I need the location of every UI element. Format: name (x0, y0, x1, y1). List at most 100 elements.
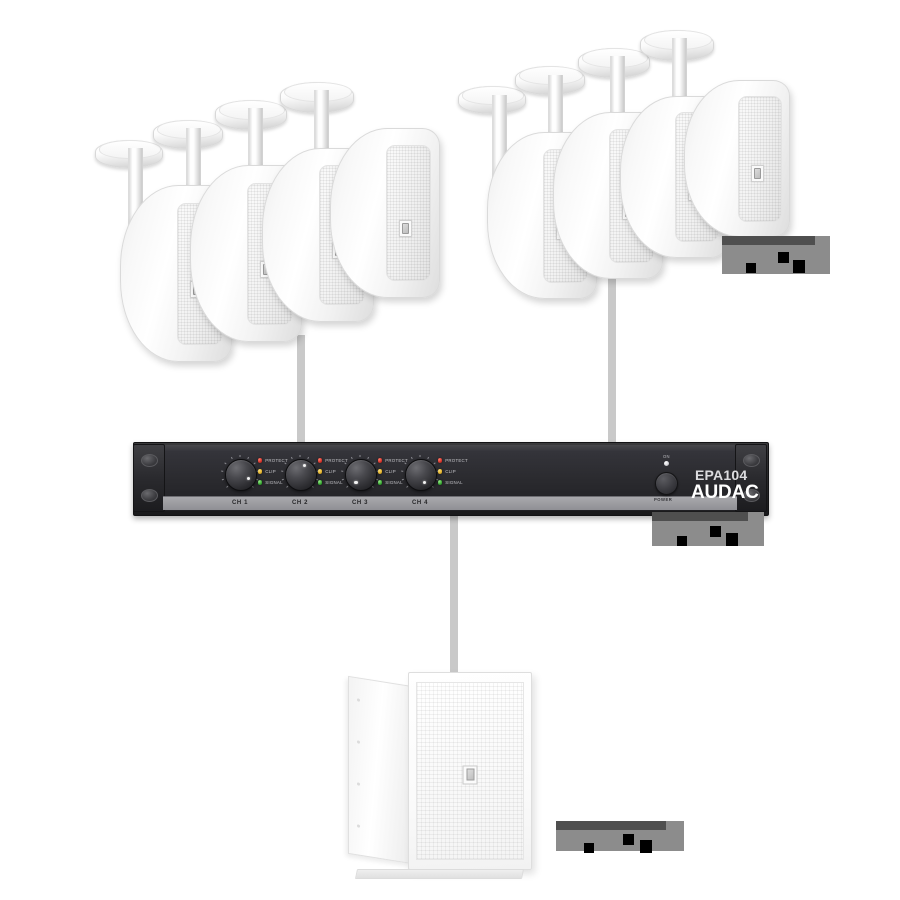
knob-tick (344, 462, 347, 465)
indicator-protect: PROTECT (318, 458, 348, 463)
subwoofer-front-panel (408, 672, 532, 870)
indicator-label: PROTECT (325, 458, 348, 463)
power-button[interactable] (655, 472, 678, 495)
redacted-chip (778, 252, 789, 263)
knob-tick (221, 478, 225, 481)
clip-led-icon (438, 469, 443, 474)
knob-indicator-dot (246, 476, 251, 481)
subwoofer (348, 672, 538, 879)
protect-led-icon (438, 458, 443, 463)
signal-led-icon (378, 480, 383, 485)
protect-led-icon (258, 458, 263, 463)
channel-label-4: CH 4 (411, 500, 429, 506)
indicator-clip: CLIP (318, 469, 336, 474)
clip-led-icon (258, 469, 263, 474)
speaker-grille (738, 96, 782, 222)
knob-tick (350, 456, 353, 460)
knob-tick-marks (220, 454, 260, 494)
clip-led-icon (318, 469, 323, 474)
indicator-signal: SIGNAL (378, 480, 403, 485)
rack-ear-left (133, 444, 165, 512)
indicator-label: PROTECT (265, 458, 288, 463)
power-on-label: ON (663, 454, 670, 459)
subwoofer-label (556, 821, 684, 853)
redacted-chip (584, 843, 594, 853)
knob-tick (410, 456, 413, 460)
redacted-chip (726, 533, 738, 546)
knob-tick (359, 455, 361, 458)
knob-indicator-dot (302, 463, 307, 468)
indicator-protect: PROTECT (378, 458, 408, 463)
knob-body (285, 459, 317, 491)
knob-tick (401, 478, 405, 481)
channel-volume-knob-4[interactable] (401, 455, 439, 491)
redacted-chip (640, 840, 652, 853)
amplifier-model-name: EPA104 (695, 467, 748, 483)
signal-led-icon (438, 480, 443, 485)
knob-tick-marks (340, 454, 380, 494)
indicator-label: SIGNAL (325, 480, 343, 485)
redacted-chip (793, 260, 805, 273)
power-button-label: POWER (654, 497, 673, 502)
amp-to-left-speakers (297, 335, 305, 450)
channel-label-1: CH 1 (231, 500, 249, 506)
channel-label-3: CH 3 (351, 500, 369, 506)
subwoofer-screw (357, 698, 360, 702)
indicator-label: PROTECT (385, 458, 408, 463)
knob-tick (367, 456, 370, 460)
amplifier-label-strip (163, 496, 737, 510)
audac-logo-mark (401, 223, 410, 234)
indicator-protect: PROTECT (438, 458, 468, 463)
protect-led-icon (318, 458, 323, 463)
channel-volume-knob-3[interactable] (341, 455, 379, 491)
indicator-label: SIGNAL (385, 480, 403, 485)
knob-tick (284, 462, 287, 465)
indicator-protect: PROTECT (258, 458, 288, 463)
knob-tick (341, 470, 344, 472)
speaker (684, 80, 790, 237)
knob-indicator-dot (422, 480, 427, 485)
knob-tick (221, 470, 224, 472)
subwoofer-screw (357, 782, 360, 786)
indicator-label: CLIP (325, 469, 336, 474)
channel-indicator-group-2: PROTECT CLIP SIGNAL (318, 458, 368, 490)
subwoofer-base (354, 869, 525, 879)
indicator-signal: SIGNAL (438, 480, 463, 485)
indicator-label: PROTECT (445, 458, 468, 463)
knob-tick (401, 470, 404, 472)
rack-ear-right (735, 444, 767, 512)
signal-led-icon (318, 480, 323, 485)
amp-to-right-speakers (608, 265, 616, 450)
knob-indicator-dot (354, 480, 358, 485)
indicator-label: SIGNAL (265, 480, 283, 485)
right-speaker-group-label (722, 236, 830, 274)
knob-tick (281, 478, 285, 481)
signal-led-icon (258, 480, 263, 485)
redacted-bar (722, 236, 815, 245)
protect-led-icon (378, 458, 383, 463)
knob-tick (307, 456, 310, 460)
channel-volume-knob-2[interactable] (281, 455, 319, 491)
knob-body (345, 459, 377, 491)
knob-tick (427, 456, 430, 460)
indicator-signal: SIGNAL (318, 480, 343, 485)
knob-body (225, 459, 257, 491)
clip-led-icon (378, 469, 383, 474)
subwoofer-side-panel (348, 675, 412, 864)
knob-tick-marks (280, 454, 320, 494)
rack-screw-hole (743, 489, 760, 502)
knob-tick (404, 462, 407, 465)
knob-tick (230, 456, 233, 460)
power-on-led-icon (664, 461, 669, 466)
rack-screw-hole (141, 489, 158, 502)
knob-tick-marks (400, 454, 440, 494)
knob-tick (341, 478, 345, 481)
channel-volume-knob-1[interactable] (221, 455, 259, 491)
rack-screw-hole (743, 454, 760, 467)
